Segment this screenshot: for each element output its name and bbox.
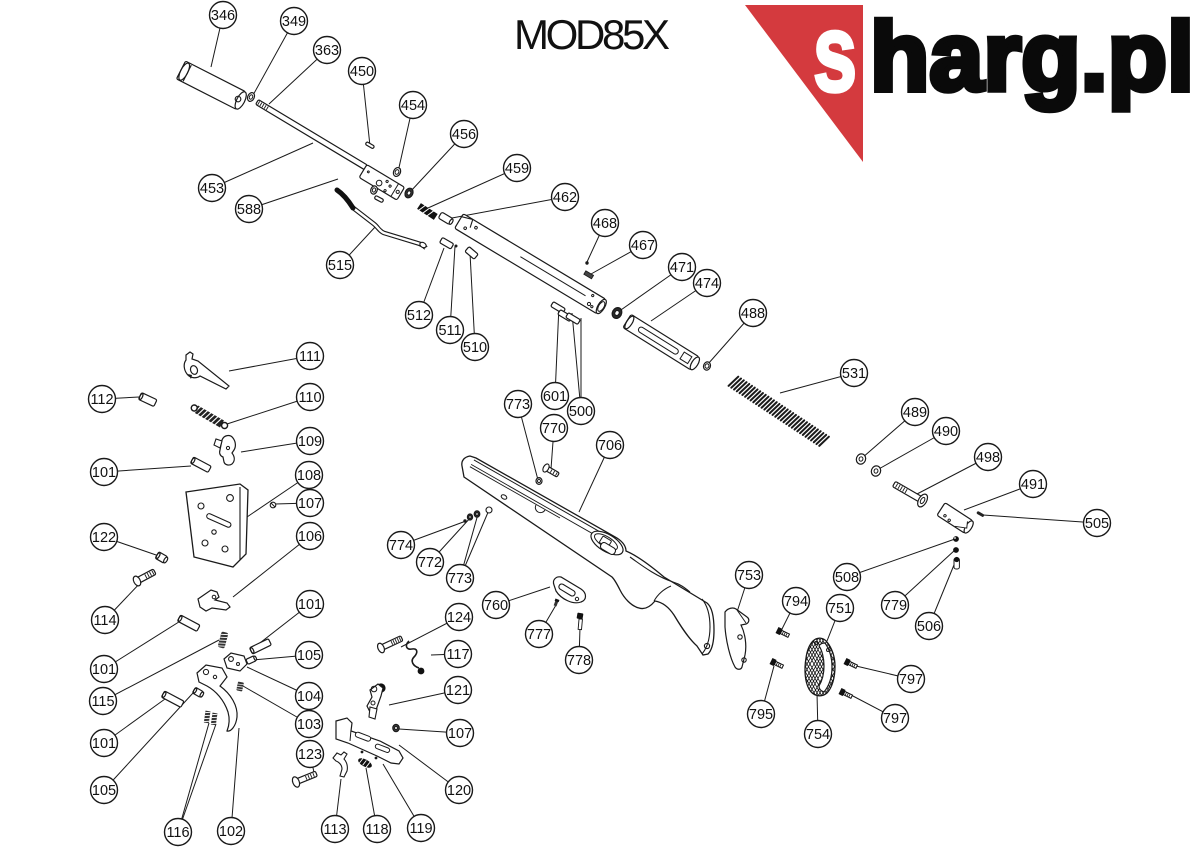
svg-text:512: 512 bbox=[407, 308, 431, 324]
svg-text:779: 779 bbox=[883, 598, 907, 614]
svg-text:772: 772 bbox=[418, 555, 442, 571]
svg-text:453: 453 bbox=[200, 181, 224, 197]
svg-text:112: 112 bbox=[90, 392, 113, 408]
svg-text:588: 588 bbox=[237, 202, 261, 218]
svg-text:119: 119 bbox=[409, 821, 432, 837]
svg-text:346: 346 bbox=[211, 8, 235, 24]
svg-text:468: 468 bbox=[593, 216, 617, 232]
svg-text:488: 488 bbox=[741, 306, 765, 322]
svg-text:706: 706 bbox=[598, 438, 622, 454]
svg-text:101: 101 bbox=[92, 662, 116, 678]
svg-text:508: 508 bbox=[835, 570, 859, 586]
svg-text:773: 773 bbox=[448, 571, 472, 587]
svg-text:363: 363 bbox=[315, 43, 339, 59]
svg-text:124: 124 bbox=[447, 610, 471, 626]
svg-text:511: 511 bbox=[438, 323, 461, 339]
svg-text:773: 773 bbox=[506, 397, 530, 413]
svg-text:500: 500 bbox=[569, 404, 593, 420]
svg-text:118: 118 bbox=[365, 822, 388, 838]
svg-text:101: 101 bbox=[298, 597, 322, 613]
svg-text:778: 778 bbox=[567, 653, 591, 669]
svg-text:474: 474 bbox=[695, 276, 719, 292]
svg-text:110: 110 bbox=[298, 390, 321, 406]
svg-text:515: 515 bbox=[328, 258, 352, 274]
svg-text:105: 105 bbox=[92, 783, 116, 799]
svg-text:774: 774 bbox=[389, 538, 413, 554]
svg-text:754: 754 bbox=[806, 727, 830, 743]
svg-text:456: 456 bbox=[452, 127, 476, 143]
svg-text:107: 107 bbox=[298, 496, 322, 512]
svg-text:797: 797 bbox=[883, 711, 907, 727]
svg-text:794: 794 bbox=[784, 594, 808, 610]
svg-text:101: 101 bbox=[92, 736, 116, 752]
svg-text:117: 117 bbox=[446, 647, 469, 663]
svg-text:459: 459 bbox=[505, 161, 529, 177]
svg-text:471: 471 bbox=[670, 260, 694, 276]
svg-text:111: 111 bbox=[299, 349, 321, 365]
svg-text:105: 105 bbox=[297, 648, 321, 664]
svg-text:491: 491 bbox=[1021, 477, 1045, 493]
svg-text:760: 760 bbox=[484, 598, 508, 614]
svg-text:120: 120 bbox=[447, 783, 471, 799]
svg-text:506: 506 bbox=[917, 619, 941, 635]
svg-text:490: 490 bbox=[934, 424, 958, 440]
svg-text:510: 510 bbox=[463, 340, 487, 356]
svg-text:797: 797 bbox=[899, 672, 923, 688]
svg-text:498: 498 bbox=[976, 450, 1000, 466]
svg-text:777: 777 bbox=[527, 627, 551, 643]
svg-text:109: 109 bbox=[298, 434, 322, 450]
svg-text:795: 795 bbox=[749, 707, 773, 723]
svg-text:751: 751 bbox=[828, 601, 852, 617]
svg-text:454: 454 bbox=[401, 98, 425, 114]
svg-text:101: 101 bbox=[92, 465, 116, 481]
svg-text:115: 115 bbox=[91, 694, 114, 710]
svg-text:102: 102 bbox=[219, 824, 243, 840]
svg-text:104: 104 bbox=[297, 689, 321, 705]
svg-text:s: s bbox=[813, 0, 857, 115]
svg-text:450: 450 bbox=[350, 64, 374, 80]
svg-text:121: 121 bbox=[446, 683, 470, 699]
svg-text:113: 113 bbox=[323, 822, 346, 838]
svg-text:462: 462 bbox=[553, 190, 577, 206]
svg-text:114: 114 bbox=[93, 613, 116, 629]
svg-text:MOD85X: MOD85X bbox=[514, 11, 670, 58]
svg-text:103: 103 bbox=[297, 717, 321, 733]
svg-text:116: 116 bbox=[166, 825, 189, 841]
svg-text:harg.pl: harg.pl bbox=[870, 2, 1194, 111]
svg-text:489: 489 bbox=[903, 405, 927, 421]
svg-text:601: 601 bbox=[543, 389, 567, 405]
svg-text:349: 349 bbox=[282, 14, 306, 30]
svg-text:770: 770 bbox=[542, 421, 566, 437]
svg-text:108: 108 bbox=[297, 468, 321, 484]
svg-text:106: 106 bbox=[298, 529, 322, 545]
svg-text:107: 107 bbox=[448, 726, 472, 742]
svg-text:122: 122 bbox=[92, 530, 116, 546]
svg-text:753: 753 bbox=[737, 568, 761, 584]
svg-text:123: 123 bbox=[298, 747, 322, 763]
svg-text:505: 505 bbox=[1085, 516, 1109, 532]
svg-text:467: 467 bbox=[631, 238, 655, 254]
svg-text:531: 531 bbox=[842, 366, 866, 382]
